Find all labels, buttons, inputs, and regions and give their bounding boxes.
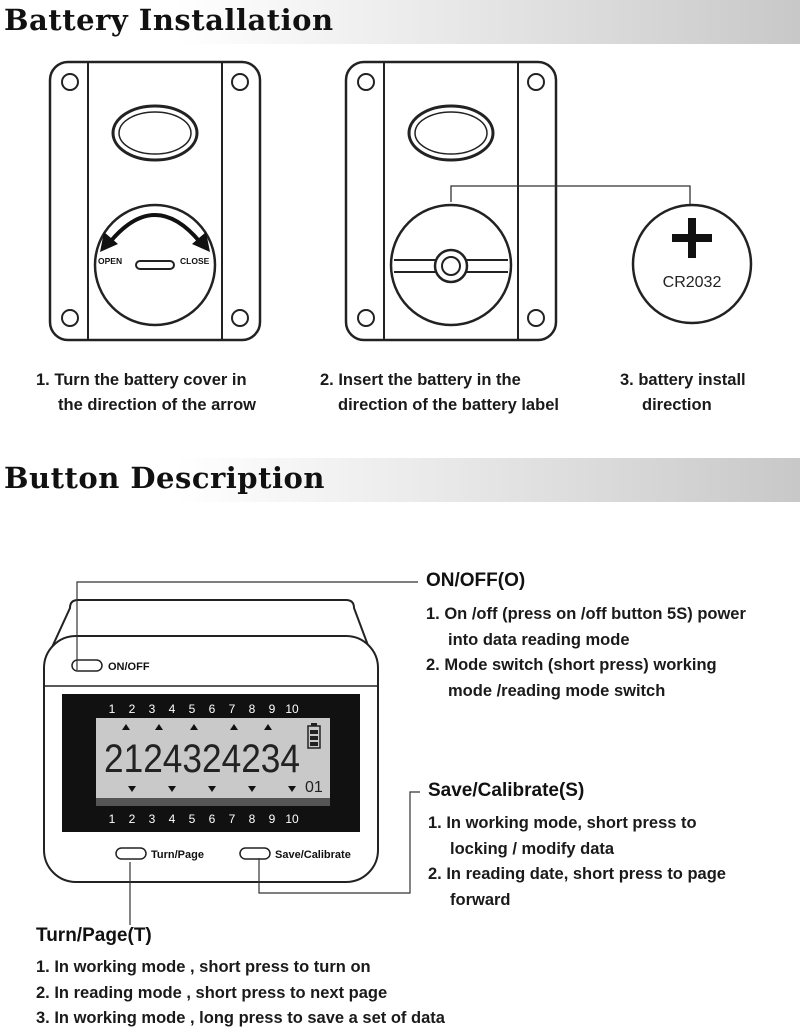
svg-text:5: 5: [189, 812, 196, 826]
down-arrow-icon: [128, 786, 296, 792]
onoff-button-label: ON/OFF: [108, 661, 150, 673]
svg-text:2: 2: [129, 702, 136, 716]
save-calibrate-button-label: Save/Calibrate: [275, 849, 351, 861]
svg-text:9: 9: [269, 812, 276, 826]
battery-connector-line: [450, 185, 691, 206]
svg-text:3: 3: [149, 812, 156, 826]
open-label: OPEN: [98, 256, 122, 266]
step-2-caption: 2. Insert the battery in the direction o…: [320, 371, 559, 414]
svg-text:7: 7: [229, 812, 236, 826]
svg-text:1: 1: [109, 702, 116, 716]
step-1-caption: 1. Turn the battery cover in the directi…: [36, 371, 257, 414]
step-3-caption: 3. battery install direction: [620, 371, 746, 414]
svg-text:8: 8: [249, 812, 256, 826]
screw-hole-icon: [61, 73, 79, 91]
lcd-screen: [96, 718, 330, 806]
svg-text:1: 1: [109, 812, 116, 826]
screw-hole-icon: [61, 309, 79, 327]
up-arrow-icon: [122, 724, 272, 730]
battery-model-label: CR2032: [663, 274, 722, 291]
save-calibrate-button[interactable]: [239, 847, 271, 860]
turn-page-button[interactable]: [115, 847, 147, 860]
battery-installation-title: Battery Installation: [4, 3, 334, 37]
svg-text:7: 7: [229, 702, 236, 716]
battery-cr2032-figure: CR2032: [631, 203, 753, 325]
button-description-title: Button Description: [4, 461, 325, 495]
screw-hole-icon: [357, 73, 375, 91]
svg-text:10: 10: [285, 702, 299, 716]
onoff-heading: ON/OFF(O): [426, 570, 526, 591]
svg-text:5: 5: [189, 702, 196, 716]
save-calibrate-description: 1. In working mode, short press to locki…: [428, 814, 726, 909]
svg-text:6: 6: [209, 702, 216, 716]
screw-hole-icon: [527, 309, 545, 327]
save-calibrate-heading: Save/Calibrate(S): [428, 780, 585, 801]
svg-text:2: 2: [129, 812, 136, 826]
lcd-top-numbers: 1 2 3 4 5 6 7 8 9 10: [109, 702, 299, 716]
screw-hole-icon: [231, 309, 249, 327]
screw-hole-icon: [357, 309, 375, 327]
lcd-main-digits: 2124324234: [104, 737, 300, 781]
lcd-bottom-numbers: 1 2 3 4 5 6 7 8 9 10: [109, 812, 299, 826]
button-description-banner: Button Description: [0, 458, 800, 502]
close-label: CLOSE: [180, 256, 210, 266]
onoff-description: 1. On /off (press on /off button 5S) pow…: [426, 605, 746, 700]
svg-text:6: 6: [209, 812, 216, 826]
battery-installation-banner: Battery Installation: [0, 0, 800, 44]
svg-text:4: 4: [169, 702, 176, 716]
svg-text:9: 9: [269, 702, 276, 716]
svg-text:8: 8: [249, 702, 256, 716]
svg-text:3: 3: [149, 702, 156, 716]
screw-hole-icon: [527, 73, 545, 91]
turn-page-description: 1. In working mode , short press to turn…: [36, 958, 445, 1027]
onoff-button[interactable]: [71, 659, 103, 672]
device-cover-figure: OPEN CLOSE: [48, 60, 262, 342]
svg-text:4: 4: [169, 812, 176, 826]
lcd-small-digits: 01: [305, 779, 323, 796]
svg-text:10: 10: [285, 812, 299, 826]
screw-hole-icon: [231, 73, 249, 91]
leader-lines: [76, 581, 420, 925]
turn-page-button-label: Turn/Page: [151, 849, 204, 861]
device-front-figure: ON/OFF 1 2 3 4 5 6 7 8 9 10 2124324234 0…: [43, 599, 379, 883]
rotate-arrow-icon: [108, 213, 202, 244]
turn-page-heading: Turn/Page(T): [36, 925, 152, 946]
